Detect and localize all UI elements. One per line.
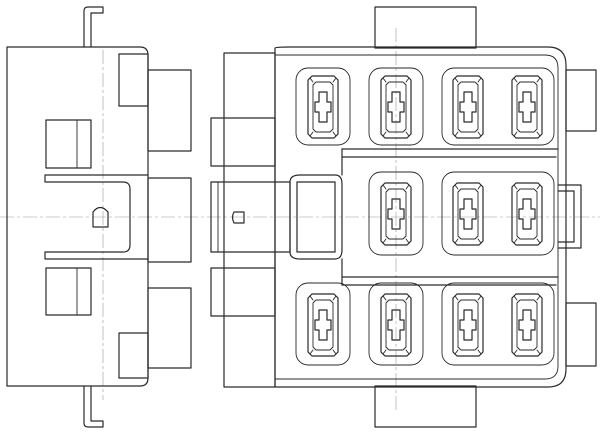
terminal-cavity — [380, 293, 412, 357]
terminal-cavity — [452, 75, 484, 139]
face-left-rail-notch-bottom — [210, 267, 276, 317]
terminal-cavity — [380, 75, 412, 139]
face-view — [210, 6, 597, 428]
cavity-bay — [441, 67, 555, 146]
terminal-cavity — [511, 75, 543, 139]
middle-rail-bottom — [341, 276, 559, 286]
right-tab-lower — [565, 302, 597, 367]
face-body-inner — [274, 54, 559, 380]
terminal-cavity — [307, 75, 339, 139]
centerlines — [0, 28, 600, 410]
cavity-bay — [368, 282, 424, 366]
cavity-bay — [295, 67, 351, 146]
side-view — [6, 6, 192, 428]
right-tab-upper — [565, 69, 597, 132]
face-body-outline — [274, 46, 567, 388]
right-latch-clip — [557, 184, 582, 249]
latch-release-window — [92, 206, 109, 228]
terminal-cavity — [452, 182, 484, 246]
side-block-middle — [147, 177, 192, 263]
side-window-lower — [45, 267, 92, 316]
terminal-cavity — [452, 293, 484, 357]
terminal-cavities — [295, 67, 555, 366]
middle-rail-top — [341, 148, 559, 158]
terminal-cavity — [511, 293, 543, 357]
cavity-bay — [441, 282, 555, 366]
cavity-bay — [368, 171, 424, 256]
cavity-bay — [441, 171, 555, 256]
terminal-cavity — [307, 293, 339, 357]
cavity-bay — [295, 282, 351, 366]
side-block-upper-outer — [147, 69, 192, 152]
bottom-flange — [374, 385, 477, 428]
latch-ramp — [289, 174, 343, 260]
terminal-cavity — [511, 182, 543, 246]
latch-release-tab — [231, 211, 245, 224]
side-block-lower-outer — [147, 287, 192, 369]
face-left-rail — [223, 52, 276, 388]
side-block-upper-inner — [118, 53, 149, 107]
side-window-upper — [45, 119, 92, 169]
terminal-cavity — [380, 182, 412, 246]
face-left-rail-notch-top — [210, 117, 276, 167]
latch-arm-outline — [44, 174, 149, 260]
bottom-latch-hook — [83, 385, 104, 428]
side-body-outline — [6, 46, 149, 387]
top-latch-hook — [83, 6, 104, 48]
cavity-bay — [368, 67, 424, 146]
top-flange — [374, 6, 477, 49]
side-block-lower-inner — [118, 332, 149, 379]
